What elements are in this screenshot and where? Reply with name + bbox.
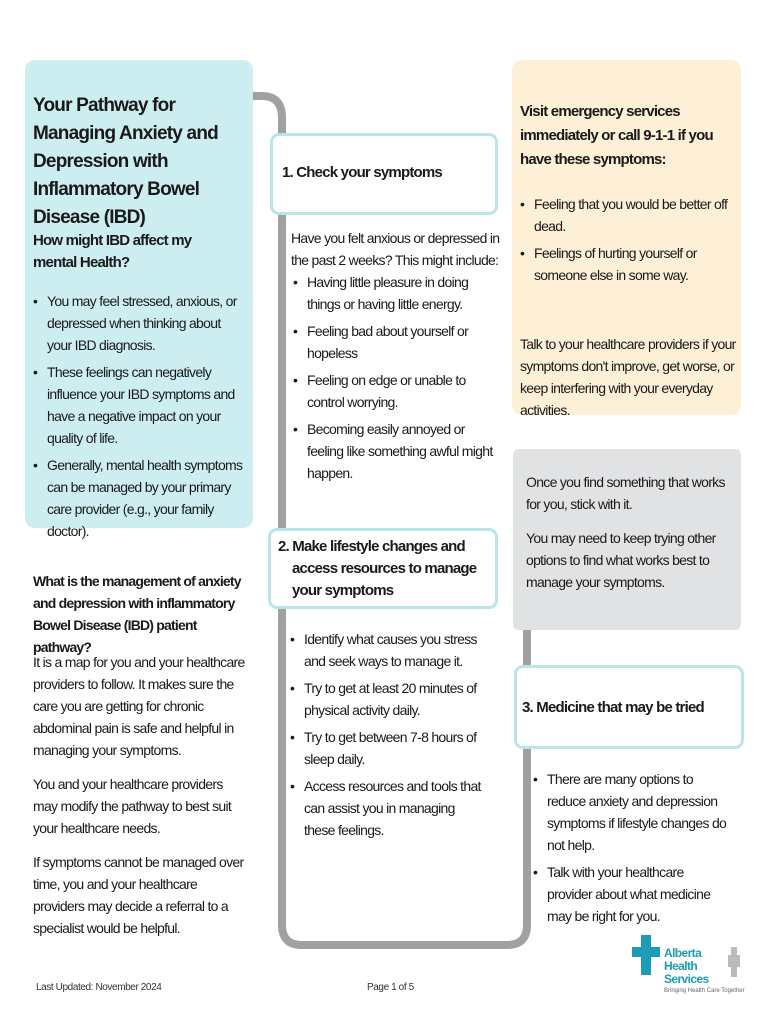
ahs-logo: Alberta Health Services Bringing Health … <box>632 935 752 1005</box>
step3-title: 3. Medicine that may be tried <box>522 699 705 716</box>
list-item: Having little pleasure in doing things o… <box>291 271 501 315</box>
paragraph: You may need to keep trying other option… <box>526 530 716 590</box>
step1-box <box>270 133 498 215</box>
paragraph: You and your healthcare providers may mo… <box>33 776 232 836</box>
tips-panel <box>513 449 741 630</box>
paragraph: Once you find something that works for y… <box>526 474 725 512</box>
emergency-note: Talk to your healthcare providers if you… <box>520 336 736 418</box>
step1-intro: Have you felt anxious or depressed in th… <box>291 230 500 268</box>
mental-health-list: You may feel stressed, anxious, or depre… <box>31 290 246 547</box>
step2-title: 2. Make lifestyle changes and access res… <box>278 538 477 599</box>
step1-content: Have you felt anxious or depressed in th… <box>291 227 501 489</box>
list-item: There are many options to reduce anxiety… <box>531 768 731 856</box>
page-number: Page 1 of 5 <box>367 982 414 993</box>
ahs-logo-text: Alberta Health Services <box>664 946 709 986</box>
list-item: Feelings of hurting yourself or someone … <box>518 242 740 286</box>
list-item: Generally, mental health symptoms can be… <box>31 454 246 542</box>
ahs-cross-icon <box>632 935 660 975</box>
step1-title: 1. Check your symptoms <box>282 164 443 181</box>
page-title: Your Pathway for Managing Anxiety and De… <box>33 95 219 228</box>
list-item: Try to get at least 20 minutes of physic… <box>288 677 488 721</box>
list-item: Identify what causes you stress and seek… <box>288 628 488 672</box>
list-item: These feelings can negatively influence … <box>31 361 246 449</box>
puzzle-icon <box>728 947 740 977</box>
list-item: Access resources and tools that can assi… <box>288 775 488 841</box>
list-item: Try to get between 7-8 hours of sleep da… <box>288 726 488 770</box>
list-item: Feeling bad about yourself or hopeless <box>291 320 501 364</box>
pathway-description: It is a map for you and your healthcare … <box>33 651 248 951</box>
step2-box <box>268 528 498 609</box>
list-item: You may feel stressed, anxious, or depre… <box>31 290 246 356</box>
emergency-heading: Visit emergency services immediately or … <box>520 103 714 168</box>
step3-list: There are many options to reduce anxiety… <box>531 768 731 932</box>
paragraph: It is a map for you and your healthcare … <box>33 654 245 758</box>
pathway-heading: What is the management of anxiety and de… <box>33 573 242 655</box>
step3-box <box>514 665 744 749</box>
emergency-panel <box>512 60 741 415</box>
mental-health-heading: How might IBD affect my mental Health? <box>33 232 192 271</box>
list-item: Becoming easily annoyed or feeling like … <box>291 418 501 484</box>
step2-list: Identify what causes you stress and seek… <box>288 628 488 846</box>
tips-content: Once you find something that works for y… <box>526 471 731 605</box>
last-updated: Last Updated: November 2024 <box>36 982 162 993</box>
list-item: Talk with your healthcare provider about… <box>531 861 731 927</box>
emergency-list: Feeling that you would be better off dea… <box>518 193 740 291</box>
ahs-tagline: Bringing Health Care Together <box>664 988 745 994</box>
list-item: Feeling on edge or unable to control wor… <box>291 369 501 413</box>
list-item: Feeling that you would be better off dea… <box>518 193 740 237</box>
paragraph: If symptoms cannot be managed over time,… <box>33 854 244 936</box>
